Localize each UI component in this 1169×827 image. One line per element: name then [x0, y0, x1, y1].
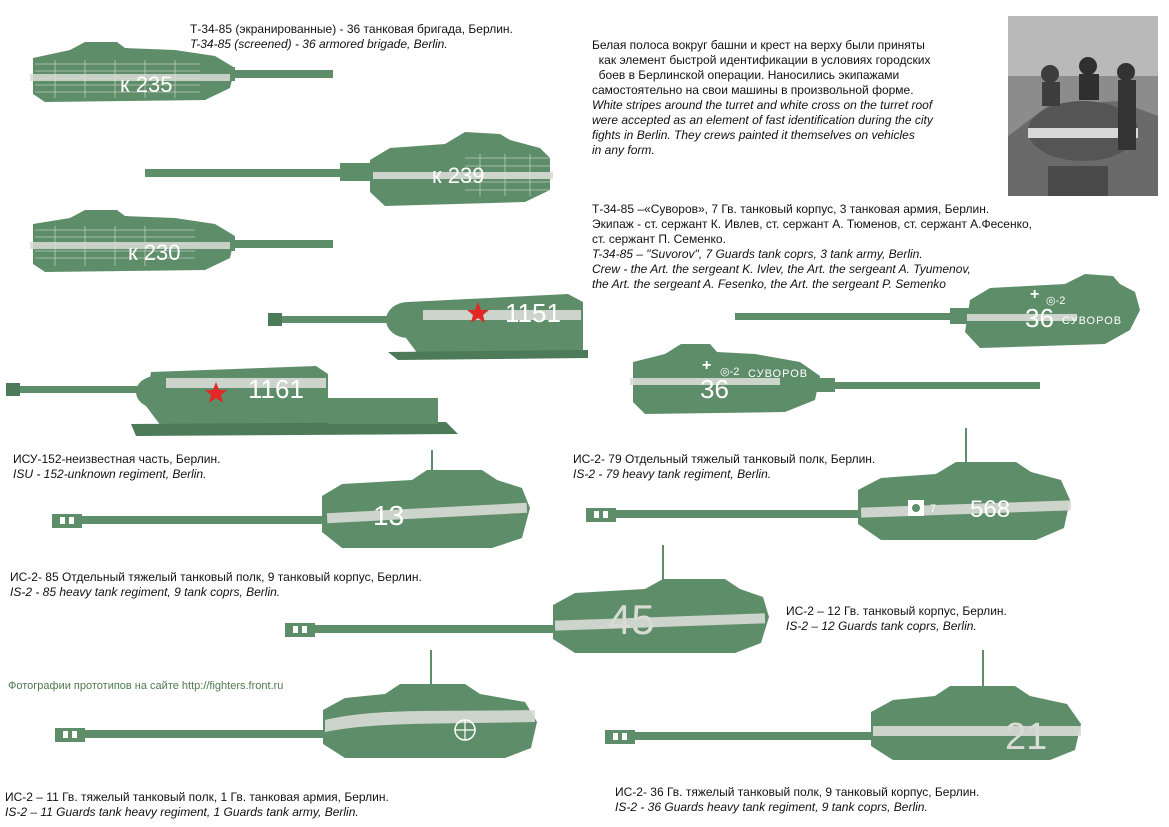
- caption-en: IS-2 - 85 heavy tank regiment, 9 tank co…: [10, 585, 281, 599]
- marking-36-left: 36: [700, 374, 729, 404]
- caption-is2-85: ИС-2- 85 Отдельный тяжелый танковый полк…: [10, 570, 422, 600]
- caption-ru: ИС-2- 36 Гв. тяжелый танковый полк, 9 та…: [615, 785, 980, 799]
- caption-ru-3: ст. сержант П. Семенко.: [592, 232, 726, 246]
- caption-en-2: Crew - the Art. the sergeant K. Ivlev, t…: [592, 262, 971, 276]
- note-en-2: were accepted as an element of fast iden…: [592, 113, 933, 127]
- caption-t34-screened: Т-34-85 (экранированные) - 36 танковая б…: [190, 22, 513, 52]
- marking-568-sub: 7: [930, 503, 937, 515]
- cross-mark-left: +: [702, 357, 712, 374]
- caption-ru-1: Т-34-85 –«Суворов», 7 Гв. танковый корпу…: [592, 202, 990, 216]
- marking-1151: 1151: [505, 298, 561, 328]
- caption-ru: ИС-2- 85 Отдельный тяжелый танковый полк…: [10, 570, 422, 584]
- note-en-3: fights in Berlin. They crews painted it …: [592, 128, 915, 142]
- note-en-1: White stripes around the turret and whit…: [592, 98, 933, 112]
- isu152-1151: [268, 294, 588, 360]
- caption-en: ISU - 152-unknown regiment, Berlin.: [13, 467, 207, 481]
- caption-en-3: the Art. the sergeant A. Fesenko, the Ar…: [592, 277, 946, 291]
- is2-568-turret: [586, 428, 1072, 540]
- note-en-4: in any form.: [592, 143, 655, 157]
- marking-sub-left: ◎-2: [720, 366, 740, 378]
- caption-ru-2: Экипаж - ст. сержант К. Ивлев, ст. сержа…: [592, 217, 1032, 231]
- caption-ru: ИСУ-152-неизвестная часть, Берлин.: [13, 452, 221, 466]
- t34-screened-turret-239: [145, 132, 553, 206]
- note-identification: Белая полоса вокруг башни и крест на вер…: [592, 38, 933, 158]
- caption-en-1: T-34-85 – "Suvorov", 7 Guards tank coprs…: [592, 247, 923, 261]
- t34-screened-turret-235: [30, 42, 333, 102]
- t34-screened-turret-230: [30, 210, 333, 272]
- caption-isu152: ИСУ-152-неизвестная часть, Берлин. ISU -…: [13, 452, 220, 482]
- caption-en: IS-2 – 11 Guards tank heavy regiment, 1 …: [5, 805, 359, 819]
- is2-21-turret: [605, 650, 1081, 760]
- cross-mark-right: +: [1030, 286, 1040, 303]
- marking-13: 13: [373, 500, 405, 531]
- suvorov-name-left: СУВОРОВ: [748, 368, 809, 380]
- t34-suvorov-turret-right: [735, 274, 1140, 348]
- marking-568: 568: [970, 496, 1011, 523]
- is2-45-turret: [285, 545, 769, 653]
- prototype-site-link[interactable]: Фотографии прототипов на сайте http://fi…: [8, 680, 284, 692]
- caption-en: T-34-85 (screened) - 36 armored brigade,…: [190, 37, 448, 51]
- t34-suvorov-turret-left: [630, 344, 1040, 414]
- suvorov-name-right: СУВОРОВ: [1062, 315, 1123, 327]
- note-ru-4: самостоятельно на свои машины в произвол…: [592, 83, 914, 97]
- is2-13-turret: [52, 450, 530, 548]
- caption-is2-12: ИС-2 – 12 Гв. танковый корпус, Берлин. I…: [786, 604, 1007, 634]
- marking-1161: 1161: [248, 374, 304, 404]
- caption-is2-79: ИС-2- 79 Отдельный тяжелый танковый полк…: [573, 452, 875, 482]
- is2-11-turret: [55, 650, 537, 758]
- marking-239: к 239: [432, 163, 485, 188]
- caption-ru: ИС-2- 79 Отдельный тяжелый танковый полк…: [573, 452, 876, 466]
- caption-en: IS-2 - 36 Guards heavy tank regiment, 9 …: [615, 800, 928, 814]
- caption-t34-suvorov: Т-34-85 –«Суворов», 7 Гв. танковый корпу…: [592, 202, 1032, 292]
- caption-en: IS-2 - 79 heavy tank regiment, Berlin.: [573, 467, 772, 481]
- note-ru-1: Белая полоса вокруг башни и крест на вер…: [592, 38, 925, 52]
- marking-235: к 235: [120, 72, 173, 97]
- caption-is2-11: ИС-2 – 11 Гв. тяжелый танковый полк, 1 Г…: [5, 790, 389, 820]
- caption-ru: ИС-2 – 12 Гв. танковый корпус, Берлин.: [786, 604, 1007, 618]
- note-ru-2: как элемент быстрой идентификации в усло…: [592, 53, 931, 67]
- caption-is2-36: ИС-2- 36 Гв. тяжелый танковый полк, 9 та…: [615, 785, 979, 815]
- isu152-1161: [6, 366, 458, 436]
- caption-ru: Т-34-85 (экранированные) - 36 танковая б…: [190, 22, 513, 36]
- marking-sub-right: ◎-2: [1046, 295, 1066, 307]
- note-ru-3: боев в Берлинской операции. Наносились э…: [592, 68, 900, 82]
- marking-36-right: 36: [1025, 303, 1054, 333]
- caption-ru: ИС-2 – 11 Гв. тяжелый танковый полк, 1 Г…: [5, 790, 389, 804]
- marking-21: 21: [1005, 716, 1048, 758]
- marking-230: к 230: [128, 240, 181, 265]
- prototype-photo: [1008, 16, 1158, 196]
- marking-45: 45: [608, 596, 655, 643]
- caption-en: IS-2 – 12 Guards tank coprs, Berlin.: [786, 619, 977, 633]
